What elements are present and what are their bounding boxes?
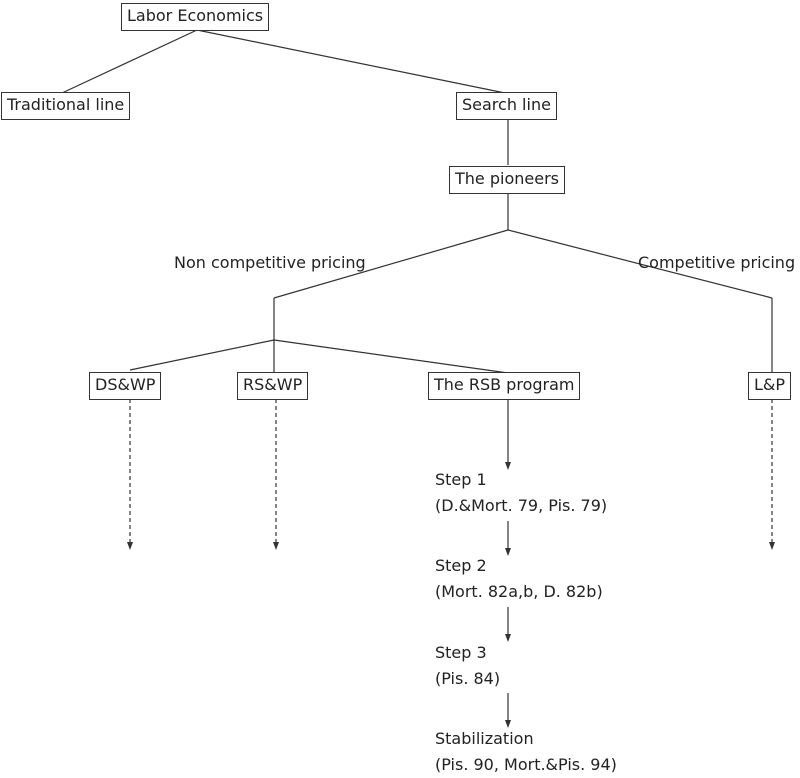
step-stabilization: Stabilization (Pis. 90, Mort.&Pis. 94)	[435, 726, 617, 778]
step-2-title: Step 2	[435, 556, 487, 575]
stabilization-title: Stabilization	[435, 729, 534, 748]
step-1-detail: (D.&Mort. 79, Pis. 79)	[435, 496, 608, 515]
edge-stem-noncompetitive	[273, 229, 509, 299]
edge-hub-dswp	[129, 339, 275, 371]
step-3-detail: (Pis. 84)	[435, 669, 501, 688]
edge-stem-competitive	[507, 229, 773, 299]
edge-root-search	[196, 29, 506, 94]
label-competitive-pricing: Competitive pricing	[638, 253, 796, 272]
node-the-pioneers: The pioneers	[449, 166, 565, 194]
step-3-title: Step 3	[435, 643, 487, 662]
step-3: Step 3 (Pis. 84)	[435, 640, 500, 692]
node-search-line: Search line	[456, 92, 557, 120]
edge-root-traditional	[61, 29, 198, 94]
step-1: Step 1 (D.&Mort. 79, Pis. 79)	[435, 467, 607, 519]
label-non-competitive-pricing: Non competitive pricing	[174, 253, 366, 272]
node-dswp: DS&WP	[89, 372, 162, 400]
node-rsb-program: The RSB program	[428, 372, 581, 400]
step-2: Step 2 (Mort. 82a,b, D. 82b)	[435, 553, 603, 605]
node-lp: L&P	[748, 372, 792, 400]
step-2-detail: (Mort. 82a,b, D. 82b)	[435, 582, 603, 601]
node-rswp: RS&WP	[237, 372, 309, 400]
step-1-title: Step 1	[435, 470, 487, 489]
node-labor-economics: Labor Economics	[121, 3, 270, 31]
edge-hub-rsb	[273, 339, 509, 374]
stabilization-detail: (Pis. 90, Mort.&Pis. 94)	[435, 755, 617, 774]
node-traditional-line: Traditional line	[1, 92, 131, 120]
